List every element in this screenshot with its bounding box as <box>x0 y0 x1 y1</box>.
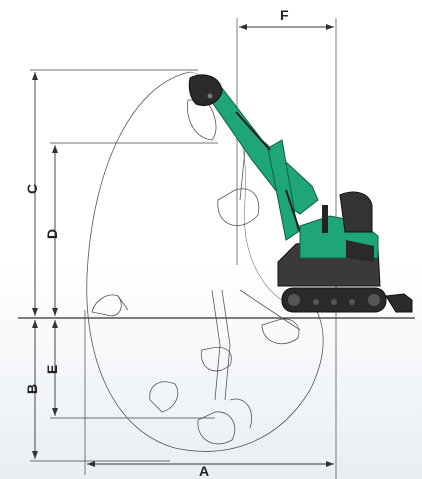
excavator-body <box>277 191 381 287</box>
label-e: E <box>44 365 60 374</box>
working-range-envelope <box>86 71 324 452</box>
label-c: C <box>24 184 40 194</box>
top-bucket <box>188 74 223 106</box>
dimension-guides <box>30 18 337 479</box>
dimension-e: E <box>44 320 60 416</box>
dimension-f: F <box>239 7 334 30</box>
crawler-tracks <box>281 287 413 313</box>
dimension-c: C <box>24 72 40 316</box>
dimension-d: D <box>44 145 60 316</box>
excavator-boom <box>204 87 319 241</box>
label-a: A <box>199 463 209 479</box>
label-b: B <box>24 384 40 394</box>
label-d: D <box>44 229 60 239</box>
dimension-b: B <box>24 320 40 459</box>
dimension-a: A <box>87 461 334 479</box>
ghost-arm-positions <box>91 99 301 445</box>
label-f: F <box>280 7 289 23</box>
